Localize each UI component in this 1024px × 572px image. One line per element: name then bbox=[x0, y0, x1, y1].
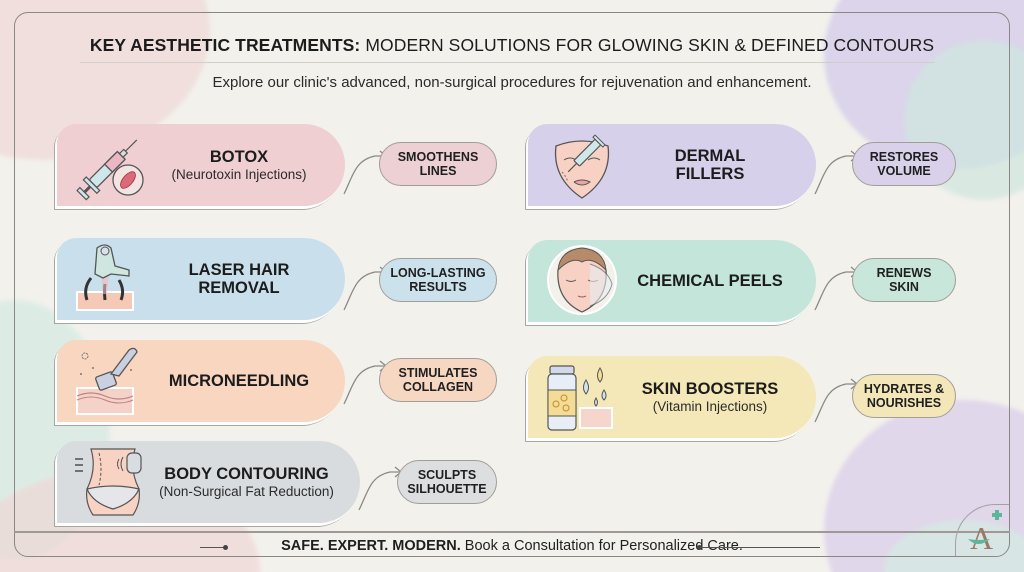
svg-text:A: A bbox=[970, 520, 993, 556]
treatment-subtitle: (Non-Surgical Fat Reduction) bbox=[159, 483, 334, 499]
face-syringe-icon bbox=[554, 134, 610, 199]
syringe-muscle-icon bbox=[76, 139, 144, 201]
treatment-subtitle: (Neurotoxin Injections) bbox=[171, 166, 307, 182]
footer-tagline: SAFE. EXPERT. MODERN. Book a Consultatio… bbox=[0, 538, 1024, 554]
treatment-name: BOTOX bbox=[209, 147, 269, 166]
footer-left-dot bbox=[223, 545, 228, 550]
footer-left-dash bbox=[200, 547, 225, 549]
treatment-card-body-contouring[interactable]: BODY CONTOURING (Non-Surgical Fat Reduct… bbox=[57, 441, 360, 523]
footer-top-rule bbox=[14, 531, 1010, 533]
title-rest: MODERN SOLUTIONS FOR GLOWING SKIN & DEFI… bbox=[360, 35, 935, 55]
treatment-name: CHEMICAL PEELS bbox=[637, 272, 783, 290]
page-subtitle: Explore our clinic's advanced, non-surgi… bbox=[212, 74, 812, 91]
logo-a-plus-icon: A bbox=[968, 510, 1002, 556]
benefit-pill-hydrates-nourishes: HYDRATES &NOURISHES bbox=[852, 374, 956, 418]
footer-right-dot bbox=[697, 545, 702, 550]
footer-rest: Book a Consultation for Personalized Car… bbox=[460, 538, 743, 554]
treatment-name: BODY CONTOURING bbox=[164, 464, 329, 483]
title-bold: KEY AESTHETIC TREATMENTS: bbox=[89, 35, 361, 55]
laser-device-icon bbox=[76, 244, 134, 311]
treatment-card-botox[interactable]: BOTOX (Neurotoxin Injections) bbox=[57, 124, 345, 206]
treatment-name: MICRONEEDLING bbox=[168, 372, 310, 390]
treatment-card-microneedling[interactable]: MICRONEEDLING bbox=[57, 340, 345, 422]
derma-roller-icon bbox=[76, 347, 138, 415]
clinic-logo: A bbox=[955, 504, 1009, 556]
footer-bold: SAFE. EXPERT. MODERN. bbox=[281, 538, 461, 554]
vitamin-vial-icon bbox=[547, 365, 613, 431]
treatment-name: SKIN BOOSTERS bbox=[641, 379, 779, 398]
title-divider bbox=[80, 62, 935, 63]
treatment-subtitle: (Vitamin Injections) bbox=[652, 398, 768, 414]
footer-right-dash bbox=[700, 547, 820, 549]
infographic-frame bbox=[14, 12, 1010, 557]
treatment-card-chemical-peels[interactable]: CHEMICAL PEELS bbox=[528, 240, 816, 322]
body-waist-icon bbox=[75, 448, 142, 516]
treatment-card-skin-boosters[interactable]: SKIN BOOSTERS (Vitamin Injections) bbox=[528, 356, 816, 438]
face-peel-icon bbox=[547, 245, 617, 315]
page-title: KEY AESTHETIC TREATMENTS: MODERN SOLUTIO… bbox=[0, 35, 1024, 56]
